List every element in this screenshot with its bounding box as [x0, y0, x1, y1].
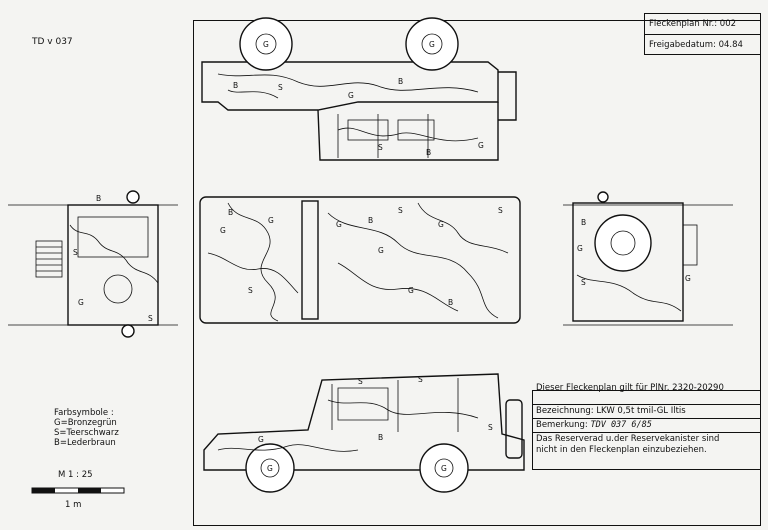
patch-label: G [408, 286, 414, 295]
release-date-label: Freigabedatum: [649, 40, 716, 50]
patch-label: S [378, 143, 383, 152]
patch-label: S [581, 278, 586, 287]
patch-label: S [498, 206, 503, 215]
patch-label: B [378, 433, 383, 442]
patch-label: S [488, 423, 493, 432]
patch-label: B [398, 77, 403, 86]
drawing-sheet: TD v 037 Fleckenplan Nr.: 002 Freigabeda… [8, 10, 761, 526]
release-date: 04.84 [718, 40, 743, 50]
patch-label: G [685, 274, 691, 283]
patch-label: G [438, 220, 444, 229]
note-line-2: nicht in den Fleckenplan einzubeziehen. [536, 445, 707, 455]
patch-label: S [278, 83, 283, 92]
patch-label: S [418, 375, 423, 384]
vehicle-top-view: B G G S G B S G G B G S [199, 196, 521, 324]
patch-label: B [96, 194, 101, 203]
patch-label: G [336, 220, 342, 229]
patch-label: B [581, 218, 586, 227]
legend-item-brown: B=Lederbraun [54, 438, 116, 448]
legend-title: Farbsymbole : [54, 408, 114, 418]
remark-value: TDV 037 6/85 [590, 420, 652, 430]
patch-label: G [258, 435, 264, 444]
patch-label: G [268, 216, 274, 225]
scale-ratio: M 1 : 25 [58, 470, 93, 480]
patch-label: G [267, 464, 273, 473]
patch-label: G [478, 141, 484, 150]
plan-number: 002 [719, 19, 737, 29]
plan-number-label: Fleckenplan Nr.: [649, 19, 718, 29]
validity-text: Dieser Fleckenplan gilt für PlNr. 2320-2… [536, 383, 724, 393]
designation-value: LKW 0,5t tmil-GL Iltis [596, 406, 686, 416]
vehicle-side-view-top: G G B S G B S B G [201, 17, 517, 161]
patch-label: S [248, 286, 253, 295]
designation-label: Bezeichnung: [536, 406, 594, 416]
patch-label: G [429, 40, 435, 49]
patch-label: B [228, 208, 233, 217]
patch-label: B [448, 298, 453, 307]
patch-label: G [220, 226, 226, 235]
patch-label: G [378, 246, 384, 255]
patch-label: S [398, 206, 403, 215]
patch-label: B [368, 216, 373, 225]
patch-label: S [358, 377, 363, 386]
patch-label: B [426, 148, 431, 157]
vehicle-rear-view: B G S G [563, 191, 733, 326]
patch-label: G [78, 298, 84, 307]
patch-label: S [73, 248, 78, 257]
patch-label: B [233, 81, 238, 90]
patch-label: G [441, 464, 447, 473]
patch-label: G [348, 91, 354, 100]
scale-bar-label: 1 m [65, 500, 82, 510]
patch-label: G [263, 40, 269, 49]
legend-item-black: S=Teerschwarz [54, 428, 119, 438]
title-block: Fleckenplan Nr.: 002 Freigabedatum: 04.8… [644, 13, 761, 55]
scale-bar [31, 487, 125, 494]
patch-label: G [577, 244, 583, 253]
patch-label: S [148, 314, 153, 323]
document-id: TD v 037 [32, 37, 73, 47]
remark-label: Bemerkung: [536, 420, 588, 430]
vehicle-front-view: B S G S [8, 190, 178, 338]
note-line-1: Das Reserverad u.der Reservekanister sin… [536, 434, 720, 444]
legend-item-green: G=Bronzegrün [54, 418, 117, 428]
info-block [532, 390, 761, 470]
vehicle-side-view-bottom: S S G G G B S [203, 373, 525, 493]
drawing-frame [193, 20, 761, 526]
